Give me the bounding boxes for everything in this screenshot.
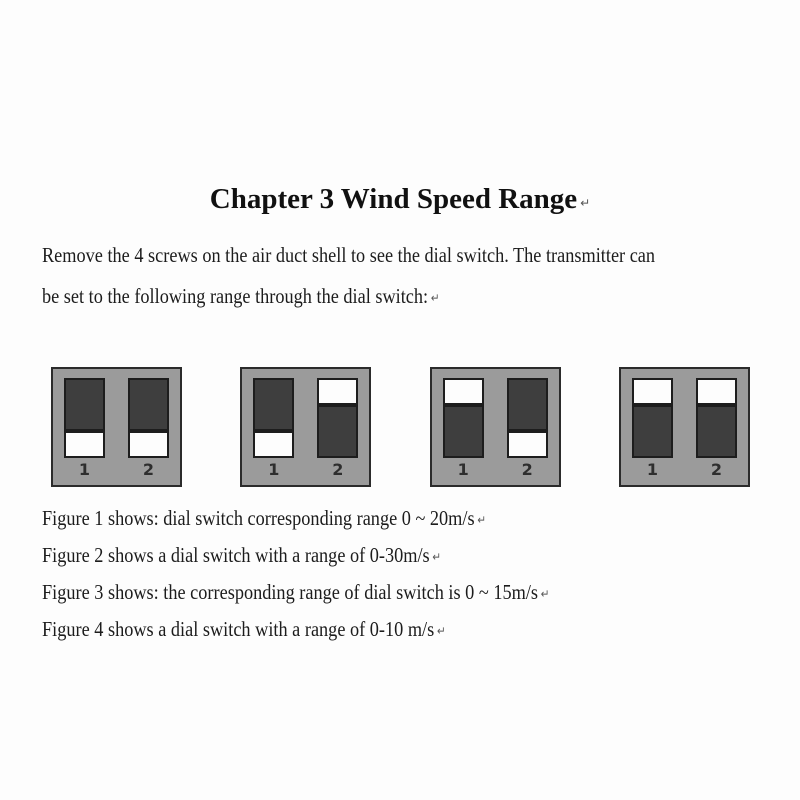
switch-number-label: 2	[142, 460, 155, 479]
switch-number-labels: 1 2	[632, 460, 737, 479]
paragraph-mark-icon: ↵	[580, 196, 591, 210]
dip-switch-2	[506, 378, 548, 458]
dip-switch-slots	[442, 378, 548, 458]
figure-caption-text: Figure 3 shows: the corresponding range …	[42, 580, 539, 604]
switch-slider	[506, 431, 548, 458]
switch-number-label: 1	[457, 460, 469, 479]
switch-number-label: 1	[78, 460, 91, 479]
intro-paragraph-line-2-text: be set to the following range through th…	[42, 284, 429, 308]
switch-number-label: 1	[646, 460, 659, 479]
paragraph-mark-icon: ↵	[430, 291, 440, 305]
figure-caption-text: Figure 1 shows: dial switch correspondin…	[42, 506, 475, 530]
figure-1: 1 2	[51, 367, 182, 487]
switch-number-labels: 1 2	[64, 460, 169, 479]
switch-number-label: 2	[521, 460, 533, 479]
page-title-text: Chapter 3 Wind Speed Range	[209, 183, 578, 215]
figure-caption-3: Figure 3 shows: the corresponding range …	[42, 575, 665, 612]
dip-switch-2	[128, 378, 169, 458]
switch-body	[253, 378, 295, 431]
paragraph-mark-icon: ↵	[477, 513, 486, 527]
switch-number-label: 2	[710, 460, 723, 479]
switch-slider	[64, 431, 105, 458]
dip-switch-slots	[631, 378, 737, 458]
switch-slider	[128, 431, 169, 458]
dip-switch-1	[64, 378, 105, 458]
switch-body	[64, 378, 105, 431]
switch-number-labels: 1 2	[253, 460, 358, 479]
dip-switch-1	[253, 378, 295, 458]
figure-caption-text: Figure 2 shows a dial switch with a rang…	[42, 543, 430, 567]
switch-body	[128, 378, 169, 431]
figure-caption-text: Figure 4 shows a dial switch with a rang…	[42, 617, 435, 641]
intro-paragraph-line-2: be set to the following range through th…	[42, 276, 665, 319]
dip-switch-2	[317, 378, 359, 458]
figure-3: 1 2	[429, 367, 561, 487]
switch-body	[317, 405, 359, 458]
dip-switch-1	[631, 378, 673, 458]
dip-switch-2	[695, 378, 737, 458]
intro-paragraph-line-1: Remove the 4 screws on the air duct shel…	[42, 243, 656, 267]
switch-number-label: 1	[268, 460, 280, 479]
dip-switch-1	[442, 378, 484, 458]
switch-slider	[695, 378, 737, 405]
page-title: Chapter 3 Wind Speed Range↵	[0, 0, 800, 220]
switch-number-labels: 1 2	[443, 460, 548, 479]
dip-switch-slots	[253, 378, 359, 458]
dip-switch-figures-row: 1 2 1 2	[51, 367, 750, 487]
figure-captions: Figure 1 shows: dial switch correspondin…	[42, 501, 758, 649]
switch-slider	[631, 378, 673, 405]
switch-body	[442, 405, 484, 458]
switch-number-label: 2	[332, 460, 344, 479]
dip-switch-slots	[64, 378, 169, 458]
switch-body	[695, 405, 737, 458]
switch-slider	[317, 378, 359, 405]
switch-slider	[442, 378, 484, 405]
figure-caption-1: Figure 1 shows: dial switch correspondin…	[42, 501, 665, 538]
paragraph-mark-icon: ↵	[540, 587, 550, 601]
switch-body	[506, 378, 548, 431]
switch-slider	[253, 431, 295, 458]
figure-caption-4: Figure 4 shows a dial switch with a rang…	[42, 612, 665, 649]
figure-2: 1 2	[240, 367, 372, 487]
intro-paragraph: Remove the 4 screws on the air duct shel…	[42, 235, 758, 319]
switch-body	[631, 405, 673, 458]
paragraph-mark-icon: ↵	[436, 624, 446, 638]
paragraph-mark-icon: ↵	[432, 550, 442, 564]
figure-caption-2: Figure 2 shows a dial switch with a rang…	[42, 538, 665, 575]
figure-4: 1 2	[618, 367, 750, 487]
